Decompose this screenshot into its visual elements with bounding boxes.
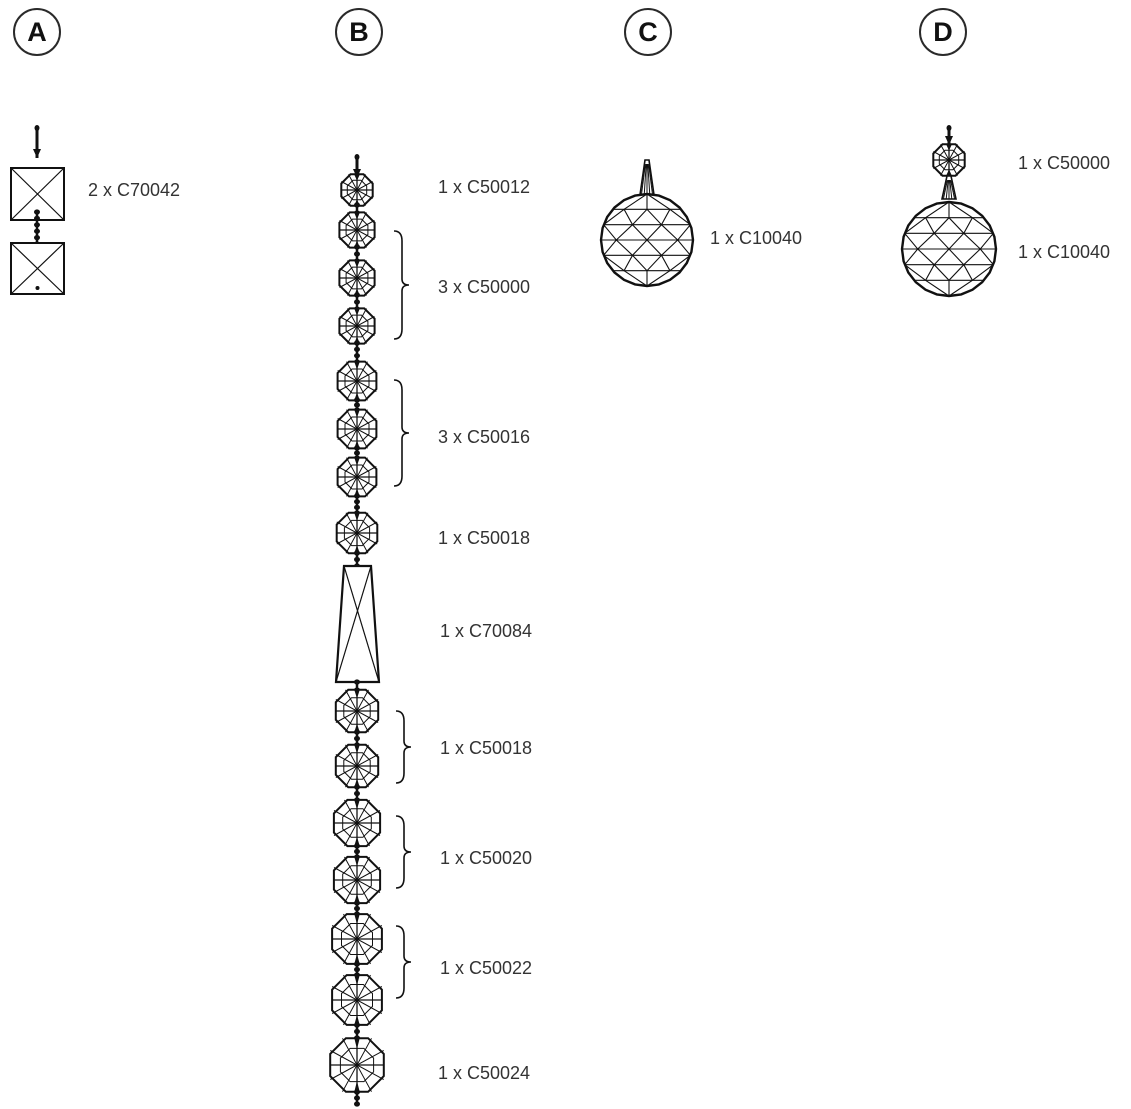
b-octagon-c50022-1 [331, 913, 383, 965]
label-b-c50012: 1 x C50012 [438, 177, 531, 197]
assembly-b [329, 154, 385, 1107]
label-b-c50000: 3 x C50000 [438, 277, 531, 297]
b-octagon-c50020-1 [332, 798, 382, 848]
a-top-pin [33, 125, 41, 158]
b-octagon-c50012 [340, 173, 374, 207]
badge-d: D [919, 8, 967, 56]
brace-c50018 [395, 710, 412, 784]
label-b-c50018-bottom: 1 x C50018 [440, 738, 533, 758]
c-cap [639, 159, 655, 196]
label-b-c70084: 1 x C70084 [440, 621, 533, 641]
label-b-c50022: 1 x C50022 [440, 958, 533, 978]
brackets [393, 230, 412, 999]
b-octagon-c50022-2 [331, 974, 383, 1026]
assembly-c [599, 159, 695, 288]
b-octagon-c50018-2 [334, 743, 380, 789]
b-octagon-c50000-1 [338, 211, 376, 249]
b-prism-c70084 [334, 564, 381, 684]
b-octagon-c50024 [329, 1037, 385, 1093]
b-octagon-c50020-2 [332, 855, 382, 905]
a-square-prism-2 [10, 242, 65, 295]
b-octagon-c50000-3 [338, 307, 376, 345]
brace-c50020 [395, 815, 412, 889]
label-b-c50024: 1 x C50024 [438, 1063, 531, 1083]
d-cap [941, 175, 957, 200]
b-octagon-c50018-1 [334, 688, 380, 734]
d-octagon-c50000 [932, 143, 966, 177]
label-a-c70042: 2 x C70042 [88, 180, 181, 200]
label-d-c50000: 1 x C50000 [1018, 153, 1111, 173]
b-octagon-c50000-2 [338, 259, 376, 297]
b-octagon-c50016-3 [336, 456, 378, 498]
label-b-c50016: 3 x C50016 [438, 427, 531, 447]
brace-c50016 [393, 379, 410, 487]
label-c-c10040: 1 x C10040 [710, 228, 803, 248]
label-b-c50020: 1 x C50020 [440, 848, 533, 868]
b-octagon-c50016-1 [336, 360, 378, 402]
badge-a: A [13, 8, 61, 56]
label-d-c10040: 1 x C10040 [1018, 242, 1111, 262]
b-connector [354, 550, 360, 569]
c-ball-c10040 [599, 192, 695, 288]
b-octagon-c50016-2 [336, 408, 378, 450]
assembly-d [900, 125, 998, 298]
d-ball-c10040 [900, 200, 998, 298]
b-connector [354, 729, 360, 748]
badge-c: C [624, 8, 672, 56]
brace-c50022 [395, 925, 412, 999]
b-bottom-connector [354, 1089, 360, 1107]
d-top-pin [945, 125, 953, 145]
badge-b: B [335, 8, 383, 56]
brace-c50000 [393, 230, 410, 340]
label-b-c50018-top: 1 x C50018 [438, 528, 531, 548]
b-connector [354, 961, 360, 978]
assembly-a [10, 125, 65, 295]
b-octagon-c50018-top [335, 511, 379, 555]
